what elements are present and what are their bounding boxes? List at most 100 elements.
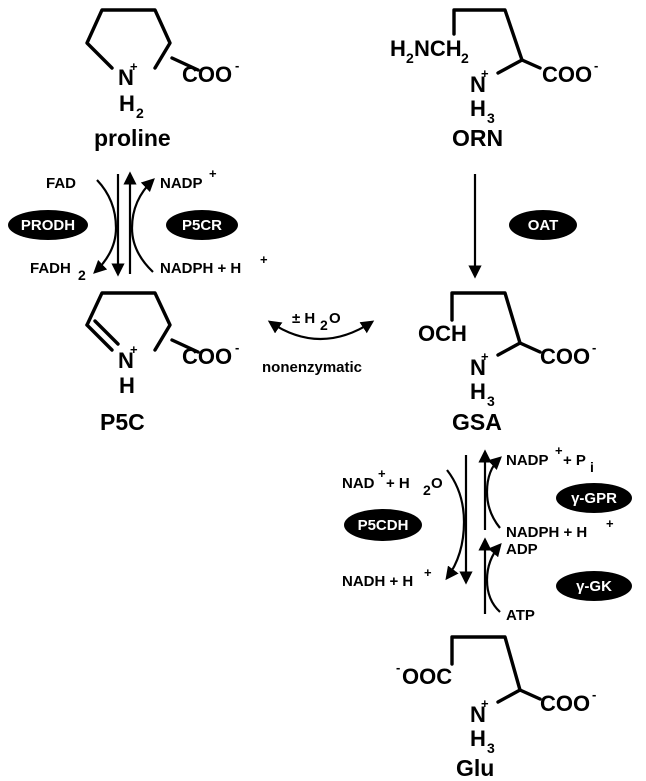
oat-label: OAT bbox=[528, 217, 559, 234]
orn-label: ORN bbox=[452, 125, 503, 151]
p5c-ring-bonds bbox=[85, 291, 172, 352]
gamma-gpr-badge-shape bbox=[556, 483, 632, 513]
p5c-n-charge: + bbox=[130, 342, 138, 357]
p5cdh-badge: P5CDH bbox=[344, 509, 422, 541]
glu-amine-bond bbox=[496, 688, 522, 704]
gsa-nitrogen: N bbox=[470, 355, 486, 380]
gamma-gpr-badge: γ-GPR bbox=[556, 483, 632, 513]
proline-n-charge: + bbox=[130, 59, 138, 74]
p5c-carboxylate-charge: - bbox=[235, 340, 239, 355]
atp-to-adp-arrow bbox=[485, 543, 502, 613]
gsa-n-hydrogen: H bbox=[470, 379, 486, 404]
proline-carboxylate: COO bbox=[182, 62, 232, 87]
p5cdh-label: P5CDH bbox=[358, 517, 409, 534]
gamma-gpr-label: γ-GPR bbox=[571, 490, 617, 507]
proline-n-hydrogen-count: 2 bbox=[136, 105, 144, 121]
prodh-p5cr-reaction: FAD FADH 2 NADP + NADPH + H + PRODH P5CR bbox=[8, 166, 268, 283]
nadp-pi-subscript: i bbox=[590, 459, 594, 475]
gamma-gk-label: γ-GK bbox=[576, 578, 612, 595]
p5cdh-badge-shape bbox=[344, 509, 422, 541]
gsa-n-charge: + bbox=[481, 349, 489, 364]
nad-to-nadh-arrow bbox=[445, 469, 466, 581]
glu-side-carboxylate: OOC bbox=[402, 664, 452, 689]
gsa-carboxylate: COO bbox=[540, 344, 590, 369]
h2o-pm-label: ± H bbox=[292, 310, 315, 327]
proline-carboxyl-bond bbox=[170, 56, 200, 72]
fad-label: FAD bbox=[46, 175, 76, 192]
glu-carboxylate: COO bbox=[540, 691, 590, 716]
orn-nitrogen: N bbox=[470, 72, 486, 97]
h2o-pm-o: O bbox=[329, 310, 341, 327]
orn-side-chain-sub2: 2 bbox=[461, 50, 469, 66]
orn-n-hydrogen-count: 3 bbox=[487, 110, 495, 126]
proline-structure: N + H 2 COO - proline bbox=[85, 8, 239, 151]
nadp-plus-label: NADP bbox=[160, 175, 203, 192]
p5c-carboxylate: COO bbox=[182, 344, 232, 369]
nadp-pi-charge: + bbox=[555, 443, 563, 458]
p5c-double-bond-a bbox=[85, 323, 114, 352]
nad-charge: + bbox=[378, 466, 386, 481]
p5cr-badge: P5CR bbox=[166, 210, 238, 240]
nadph-label: NADPH + H bbox=[160, 260, 241, 277]
p5c-double-bond-b bbox=[93, 319, 120, 346]
fadh2-subscript: 2 bbox=[78, 267, 86, 283]
gsa-chain-bonds bbox=[450, 291, 522, 345]
p5c-label: P5C bbox=[100, 409, 145, 435]
gsa-aldehyde: OCH bbox=[418, 321, 467, 346]
glu-label: Glu bbox=[456, 755, 494, 781]
nad-h2o-subscript: 2 bbox=[423, 482, 431, 498]
gamma-gpr-prefix: γ bbox=[571, 490, 580, 507]
p5c-structure: N + H COO - P5C bbox=[85, 291, 239, 435]
nad-plus-h: + H bbox=[386, 475, 410, 492]
nonenzymatic-reaction: ± H 2 O nonenzymatic bbox=[262, 310, 375, 376]
nadph-charge: + bbox=[260, 252, 268, 267]
gsa-structure: OCH N + H 3 COO - GSA bbox=[418, 291, 596, 435]
orn-carboxyl-bond bbox=[520, 58, 542, 70]
orn-n-charge: + bbox=[481, 66, 489, 81]
nadph-gpr-charge: + bbox=[606, 516, 614, 531]
oat-reaction: OAT bbox=[468, 174, 577, 279]
nadh-label: NADH + H bbox=[342, 573, 413, 590]
adp-label: ADP bbox=[506, 541, 538, 558]
orn-carboxylate: COO bbox=[542, 62, 592, 87]
gamma-gk-rest: -GK bbox=[584, 578, 612, 595]
prodh-badge: PRODH bbox=[8, 210, 88, 240]
gsa-carboxylate-charge: - bbox=[592, 340, 596, 355]
orn-side-chain-sub: 2 bbox=[406, 50, 414, 66]
glu-n-hydrogen-count: 3 bbox=[487, 740, 495, 756]
glu-structure: - OOC N + H 3 COO - Glu bbox=[396, 635, 596, 781]
nadp-plus-charge: + bbox=[209, 166, 217, 181]
nonenzymatic-label: nonenzymatic bbox=[262, 359, 362, 376]
gsa-amine-bond bbox=[496, 341, 522, 357]
proline-ring-bonds bbox=[85, 8, 172, 70]
orn-carboxylate-charge: - bbox=[594, 58, 598, 73]
orn-amine-bond bbox=[496, 58, 524, 75]
proline-label: proline bbox=[94, 125, 171, 151]
orn-n-hydrogen: H bbox=[470, 96, 486, 121]
glu-n-hydrogen: H bbox=[470, 726, 486, 751]
p5cr-badge-shape bbox=[166, 210, 238, 240]
p5c-n-hydrogen: H bbox=[119, 373, 135, 398]
atp-label: ATP bbox=[506, 607, 535, 624]
gamma-gk-prefix: γ bbox=[576, 578, 585, 595]
p5cr-label: P5CR bbox=[182, 217, 222, 234]
nad-label: NAD bbox=[342, 475, 375, 492]
glu-nitrogen: N bbox=[470, 702, 486, 727]
gsa-carboxyl-bond bbox=[518, 341, 542, 354]
glu-n-charge: + bbox=[481, 696, 489, 711]
fadh2-label: FADH bbox=[30, 260, 71, 277]
fad-to-fadh2-arrow bbox=[93, 179, 118, 274]
glutamate-conversion-reactions: NAD + + H 2 O NADH + H + NADP + + P i NA… bbox=[342, 443, 632, 624]
orn-side-chain-h: H bbox=[390, 36, 406, 61]
p5c-nitrogen: N bbox=[118, 348, 134, 373]
h2o-pm-subscript: 2 bbox=[320, 317, 328, 333]
p5c-carboxyl-bond bbox=[170, 338, 200, 354]
oat-badge-shape bbox=[509, 210, 577, 240]
proline-carboxylate-charge: - bbox=[235, 58, 239, 73]
glu-chain-bonds bbox=[450, 635, 522, 692]
nadp-pi-label: NADP bbox=[506, 452, 549, 469]
prodh-label: PRODH bbox=[21, 217, 75, 234]
gamma-gk-badge: γ-GK bbox=[556, 571, 632, 601]
nad-h2o-o: O bbox=[431, 475, 443, 492]
